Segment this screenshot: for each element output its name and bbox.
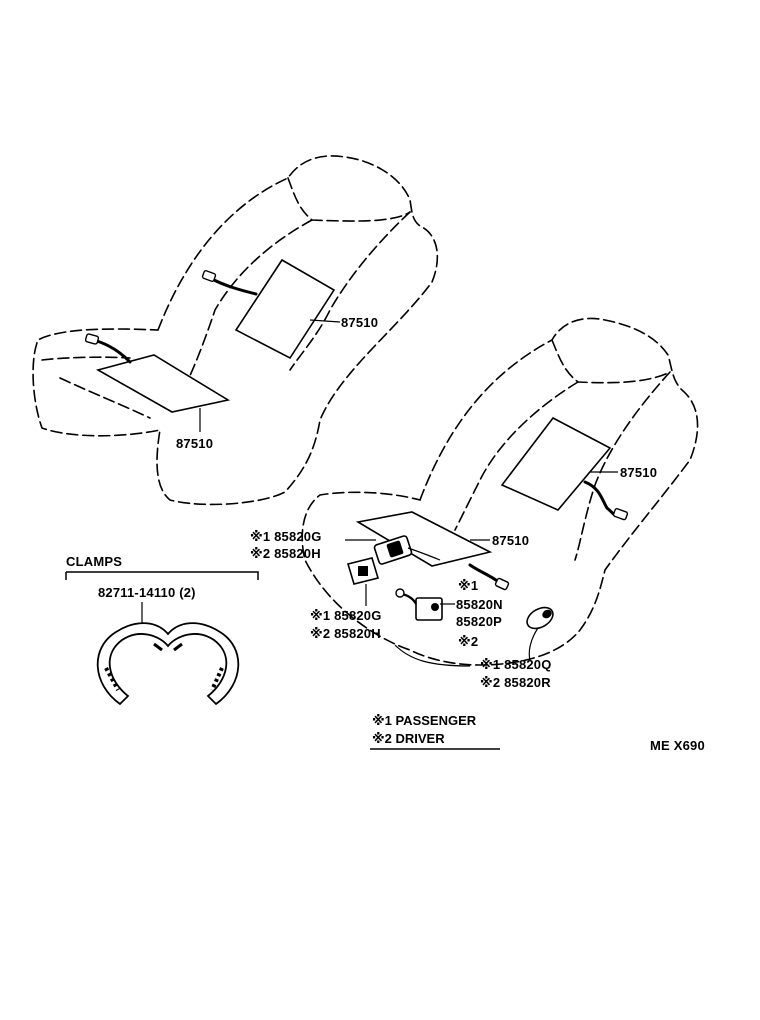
lower-seat-outline bbox=[301, 317, 699, 666]
clamps-title-rule bbox=[65, 571, 259, 580]
connector-label-2: ※2 85820R bbox=[480, 675, 551, 690]
clamps-part-number: 82711-14110 (2) bbox=[98, 585, 196, 600]
connector-leader bbox=[394, 644, 471, 667]
top-seat-back-heater-plug bbox=[201, 270, 217, 282]
legend-item-passenger: ※1 PASSENGER bbox=[372, 713, 477, 728]
top-seat-back-pad-label: 87510 bbox=[341, 315, 378, 330]
plug-part-p-label: 85820P bbox=[456, 614, 502, 629]
top-seat-cushion-heater-wire bbox=[92, 338, 132, 364]
lower-switch-label-1: ※1 85820G bbox=[310, 608, 382, 623]
top-seat-assembly: 87510 87510 bbox=[32, 155, 439, 506]
lower-seat-back-heater-pad bbox=[500, 416, 612, 511]
top-seat-back-inner-line-2 bbox=[289, 211, 411, 371]
connector-part bbox=[526, 606, 554, 661]
top-seat-cushion-heater-plug bbox=[84, 333, 100, 345]
lower-seat-back-inner-line bbox=[454, 381, 579, 531]
lower-switch-part bbox=[346, 557, 380, 606]
plug-mark-1-label: ※1 bbox=[458, 578, 478, 593]
lower-seat-cushion-pad-label: 87510 bbox=[492, 533, 529, 548]
lower-switch-label-2: ※2 85820H bbox=[310, 626, 381, 641]
plug-mark-2-label: ※2 bbox=[458, 634, 478, 649]
connector-label-1: ※1 85820Q bbox=[480, 657, 552, 672]
top-seat-back-inner-line bbox=[187, 219, 313, 381]
diagram-reference-code: ME X690 bbox=[650, 738, 705, 753]
clamp-icon bbox=[96, 622, 240, 706]
upper-switch-part bbox=[373, 535, 441, 565]
plug-socket-part bbox=[395, 588, 443, 621]
top-seat-back-leader bbox=[309, 319, 341, 323]
top-seat-headrest-line bbox=[287, 177, 411, 222]
lower-seat-back-pad-label: 87510 bbox=[620, 465, 657, 480]
lower-seat-headrest-line bbox=[551, 339, 671, 384]
legend-item-driver: ※2 DRIVER bbox=[372, 731, 445, 746]
lower-seat-assembly: 87510 87510 ※1 85820G ※2 85820H ※1 85820… bbox=[250, 317, 699, 690]
top-seat-cushion-inner-line bbox=[41, 356, 151, 419]
top-seat-cushion-pad-label: 87510 bbox=[176, 436, 213, 451]
lower-seat-back-inner-line-2 bbox=[574, 371, 671, 561]
lower-seat-cushion-heater-plug bbox=[494, 577, 510, 591]
clamps-title: CLAMPS bbox=[66, 554, 122, 569]
plug-part-n-label: 85820N bbox=[456, 597, 503, 612]
upper-switch-label-1: ※1 85820G bbox=[250, 529, 322, 544]
top-seat-back-heater-pad bbox=[234, 258, 336, 360]
upper-switch-label-2: ※2 85820H bbox=[250, 546, 321, 561]
top-seat-outline bbox=[32, 155, 439, 506]
top-seat-cushion-heater-pad bbox=[95, 354, 231, 413]
legend: ※1 PASSENGER ※2 DRIVER bbox=[370, 713, 500, 750]
lower-seat-back-heater-plug bbox=[612, 508, 629, 521]
top-seat-back-heater-wire bbox=[208, 276, 258, 296]
clamps-section: CLAMPS 82711-14110 (2) bbox=[65, 554, 259, 706]
